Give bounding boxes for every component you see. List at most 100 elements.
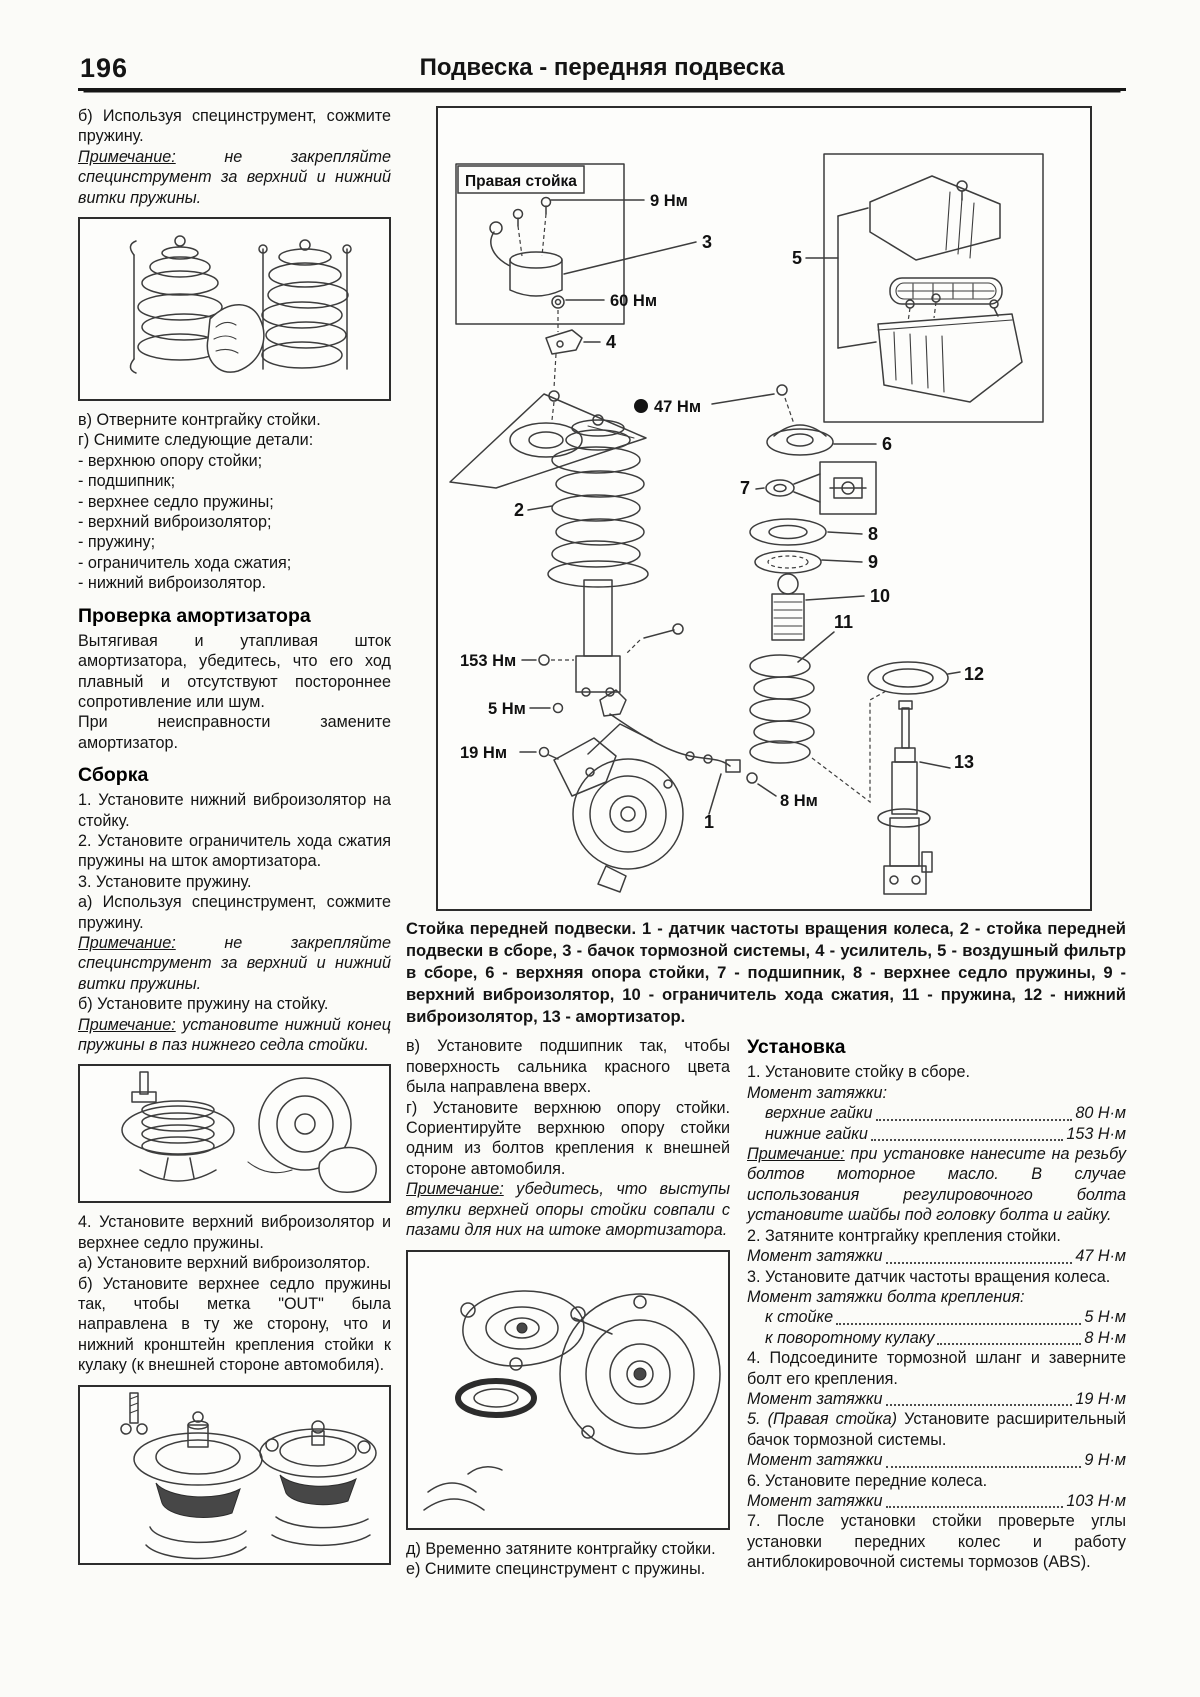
torque-row-lower-nuts: нижние гайки 153 Н·м (765, 1124, 1126, 1144)
install-step-2: 2. Затяните контргайку крепления стойки. (747, 1226, 1061, 1245)
right-area: Правая стойка 9 Нм 3 (406, 106, 1126, 1579)
filter-element (889, 277, 1003, 305)
torque-row-value: 103 Н·м (1066, 1491, 1126, 1510)
torque-row-label: нижние гайки (765, 1124, 868, 1143)
callout-1: 1 (704, 812, 714, 832)
torque-row-upper-nuts: верхние гайки 80 Н·м (765, 1103, 1126, 1123)
heading-shock-check: Проверка амортизатора (78, 604, 311, 627)
spring-install-illustration (121, 1071, 377, 1194)
install-step-4: 4. Подсоедините тормозной шланг и заверн… (747, 1349, 1126, 1388)
note-label: Примечание: (747, 1145, 845, 1164)
shock-replace-paragraph: При неисправности замените амортизатор. (78, 713, 391, 752)
exploded-view-diagram: Правая стойка 9 Нм 3 (436, 106, 1092, 911)
bump-stop-part10: 10 (771, 573, 890, 641)
air-filter-inset-box (823, 153, 1044, 423)
rubber-insulator-shaded (279, 1474, 357, 1505)
note-text: не закрепляйте специнструмент за верхний… (78, 147, 391, 207)
callout-4: 4 (606, 332, 616, 352)
assembly-step-4b: б) Установите верхнее седло пружины так,… (78, 1274, 391, 1375)
torque-label-8nm: 8 Нм (780, 792, 818, 810)
right-strut-inset: Правая стойка 9 Нм 3 (455, 163, 712, 325)
install-step-3: 3. Установите датчик частоты вращения ко… (747, 1267, 1111, 1286)
nut-icon (776, 384, 788, 396)
torque-row-value: 19 Н·м (1075, 1389, 1126, 1408)
figure-spring-on-strut (78, 1064, 391, 1204)
torque-row-reservoir: Момент затяжки 9 Н·м (747, 1450, 1126, 1470)
heading-install: Установка (747, 1036, 846, 1059)
callout-2: 2 (514, 500, 524, 520)
detail-item: - верхнее седло пружины; (78, 492, 274, 511)
detail-item: - ограничитель хода сжатия; (78, 553, 292, 572)
torque-row-label: Момент затяжки (747, 1389, 883, 1408)
callout-6: 6 (882, 434, 892, 454)
detail-item: - верхний виброизолятор; (78, 513, 272, 532)
torque-heading-3: Момент затяжки болта крепления: (747, 1287, 1025, 1306)
upper-seat-illustration (120, 1391, 377, 1559)
reinforcement-part (545, 329, 583, 355)
upper-spring-seat-part8: 8 (749, 518, 878, 546)
knuckle-bolt-torque: 153 Нм (460, 652, 574, 670)
detail-item: - подшипник; (78, 472, 176, 491)
callout-7: 7 (740, 478, 750, 498)
assembly-step-1: 1. Установите нижний виброизолятор на ст… (78, 791, 391, 830)
bolt-icon (538, 654, 550, 666)
dot-leader (885, 1404, 1073, 1407)
note-label: Примечание: (78, 147, 176, 166)
air-filter-assembly-part5: 5 (792, 153, 1044, 423)
bolt-icon (538, 746, 550, 758)
bullet-icon (634, 399, 648, 413)
detail-item: - верхнюю опору стойки; (78, 451, 263, 470)
shock-absorber-part13: 13 (877, 700, 974, 895)
brake-hose-bolt: 19 Нм (460, 744, 559, 762)
callout-10: 10 (870, 586, 890, 606)
torque-label-47nm: 47 Нм (654, 398, 701, 416)
detail-item: - пружину; (78, 533, 156, 552)
step-v-bearing: в) Установите подшипник так, чтобы повер… (406, 1037, 730, 1097)
note-text: убедитесь, что выступы втулки верхней оп… (406, 1180, 730, 1240)
bolt-icon (956, 180, 968, 192)
right-strut-label: Правая стойка (465, 173, 577, 190)
fender-tower (449, 393, 647, 489)
knuckle-hub (553, 723, 684, 893)
coil-spring-part11: 11 (749, 612, 889, 804)
note-label: Примечание: (78, 933, 176, 952)
figure-spring-compressor-removal (78, 217, 391, 402)
spring-compressor-illustration (129, 235, 352, 374)
torque-row-wheels: Момент затяжки 103 Н·м (747, 1491, 1126, 1511)
callout-3: 3 (702, 232, 712, 252)
assembly-step-4a: а) Установите верхний виброизолятор. (78, 1254, 371, 1273)
torque-label-5nm: 5 Нм (488, 700, 526, 718)
note-install-oil: Примечание: при установке нанесите на ре… (747, 1144, 1126, 1226)
callout-13: 13 (954, 752, 974, 772)
page-header: 196 Подвеска - передняя подвеска (78, 48, 1126, 91)
middle-column: в) Установите подшипник так, чтобы повер… (406, 1036, 730, 1579)
torque-row-value: 80 Н·м (1075, 1104, 1126, 1123)
note-text: установите нижний конец пружины в паз ни… (78, 1015, 391, 1054)
install-step-1: 1. Установите стойку в сборе. (747, 1063, 971, 1082)
diagram-caption: Стойка передней подвески. 1 - датчик час… (406, 919, 1126, 1026)
locknut-torque: 47 Нм (634, 384, 795, 425)
torque-row-label: верхние гайки (765, 1104, 873, 1123)
step-b-compress-spring: б) Используя специнструмент, сожмите пру… (78, 107, 391, 146)
assembly-step-3a: а) Используя специнструмент, сожмите пру… (78, 893, 391, 932)
torque-row-locknut: Момент затяжки 47 Н·м (747, 1246, 1126, 1266)
torque-row-value: 5 Н·м (1084, 1308, 1126, 1327)
callout-8: 8 (868, 524, 878, 544)
step-d-locknut-temp: д) Временно затяните контргайку стойки. (406, 1539, 716, 1558)
assembly-step-3: 3. Установите пружину. (78, 872, 252, 891)
upper-insulator-part9: 9 (754, 550, 878, 574)
torque-row-hose-bolt: Момент затяжки 19 Н·м (747, 1389, 1126, 1409)
figure-upper-seat-out-mark (78, 1384, 391, 1565)
torque-row-value: 9 Н·м (1084, 1451, 1126, 1470)
detail-item: - нижний виброизолятор. (78, 574, 267, 593)
torque-row-label: Момент затяжки (747, 1247, 883, 1266)
dot-leader (836, 1322, 1082, 1325)
dot-leader (870, 1139, 1064, 1142)
note-label: Примечание: (78, 1015, 176, 1034)
heading-assembly: Сборка (78, 764, 149, 787)
note-spring-coils-2: Примечание: не закрепляйте специнструмен… (78, 933, 391, 994)
seal-ring (455, 1377, 537, 1418)
dot-leader (885, 1261, 1073, 1264)
torque-row-value: 153 Н·м (1066, 1124, 1126, 1143)
